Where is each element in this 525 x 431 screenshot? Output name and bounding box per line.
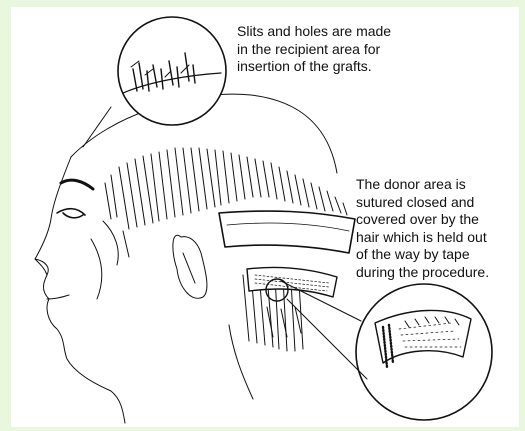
tape-band: [219, 211, 355, 253]
eye: [57, 209, 85, 218]
cheek-lines: [91, 221, 118, 299]
ear: [173, 235, 207, 298]
neck-line: [229, 325, 253, 399]
donor-magnifier: [356, 284, 492, 420]
recipient-magnifier: [118, 17, 226, 125]
donor-area-caption: The donor area is sutured closed and cov…: [356, 176, 516, 281]
eyebrow: [61, 180, 93, 189]
hair-transplant-diagram: Slits and holes are made in the recipien…: [11, 7, 519, 427]
mouth-line: [47, 295, 69, 299]
hair-strands: [105, 148, 347, 351]
recipient-area-caption: Slits and holes are made in the recipien…: [237, 23, 477, 76]
face-profile: [35, 157, 125, 423]
